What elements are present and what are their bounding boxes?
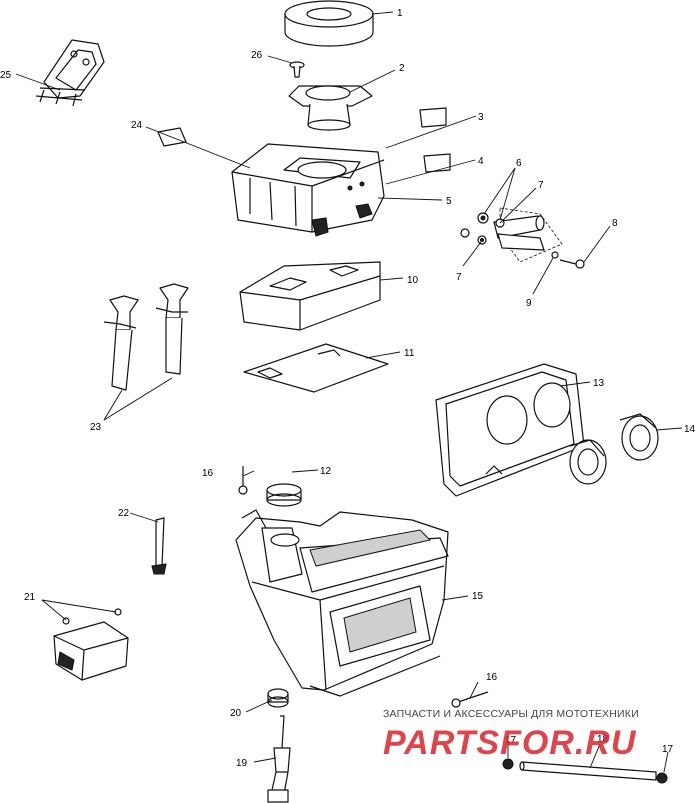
leader-lines: [15, 11, 683, 773]
callout-4: 4: [478, 156, 484, 167]
callout-11: 11: [404, 348, 415, 359]
callout-8: 8: [612, 218, 618, 229]
callout-2: 2: [399, 63, 405, 74]
part-13-cover-frame: [435, 363, 585, 497]
callout-13: 13: [593, 378, 605, 389]
part-25-bracket: [35, 39, 105, 107]
callout-23: 23: [90, 422, 102, 433]
part-1-foam-ring: [284, 0, 374, 47]
part-22-clip: [151, 517, 167, 575]
part-2-intake-adapter: [288, 85, 373, 131]
callout-21: 21: [24, 592, 36, 603]
callout-7-lower: 7: [456, 272, 462, 283]
callout-17-right: 17: [662, 744, 674, 755]
part-19-drain-tube: [267, 715, 291, 803]
callout-16-upper: 16: [202, 468, 214, 479]
callout-labels: 1 2 3 4 5 6 7 7 8 9 10 11 12 13 14 15 16…: [0, 8, 695, 769]
callout-12: 12: [320, 466, 332, 477]
callout-17-left: 17: [505, 735, 517, 746]
watermark-subtitle: ЗАПЧАСТИ И АКСЕССУАРЫ ДЛЯ МОТОТЕХНИКИ: [383, 708, 639, 720]
part-23-hoses: [103, 283, 189, 391]
part-17-clamp-right: [656, 772, 668, 784]
part-20-grommet: [267, 688, 289, 708]
watermark-logo-text: PARTSFOR.RU: [383, 724, 637, 762]
part-18-tube: [519, 761, 657, 781]
callout-10: 10: [407, 275, 419, 286]
watermark-logo: PARTSFOR.RU: [383, 724, 637, 762]
callout-22: 22: [118, 508, 130, 519]
callout-6: 6: [516, 158, 522, 169]
part-26-push-clip: [289, 61, 305, 78]
part-12-cap: [266, 483, 302, 507]
part-17-clamp-left: [502, 758, 514, 770]
callout-16-lower: 16: [486, 672, 498, 683]
part-16-screw-lower: [451, 691, 489, 708]
callout-1: 1: [397, 8, 403, 19]
callout-26: 26: [251, 50, 263, 61]
part-15-airbox-base: [235, 509, 449, 697]
part-14-rubber-boots: [569, 413, 659, 485]
callout-3: 3: [478, 112, 484, 123]
callout-5: 5: [446, 196, 452, 207]
part-6-7-8-9-fasteners: [460, 207, 585, 269]
callout-19: 19: [236, 758, 248, 769]
callout-7-upper: 7: [538, 180, 544, 191]
part-16-screw-upper: [238, 466, 248, 495]
part-5-airbox-lid: [231, 143, 385, 237]
part-3-decal: [419, 107, 447, 128]
part-10-filter-element: [239, 261, 381, 331]
part-11-gasket-plate: [243, 343, 389, 393]
part-4-decal: [423, 153, 451, 173]
callout-24: 24: [131, 120, 143, 131]
watermark: ЗАПЧАСТИ И АКСЕССУАРЫ ДЛЯ МОТОТЕХНИКИ PA…: [383, 708, 695, 768]
part-21-module: [53, 608, 129, 681]
callout-14: 14: [684, 424, 695, 435]
callout-20: 20: [230, 708, 242, 719]
callout-9: 9: [526, 298, 532, 309]
callout-18: 18: [597, 734, 609, 745]
callout-15: 15: [472, 591, 484, 602]
callout-25: 25: [0, 70, 12, 81]
